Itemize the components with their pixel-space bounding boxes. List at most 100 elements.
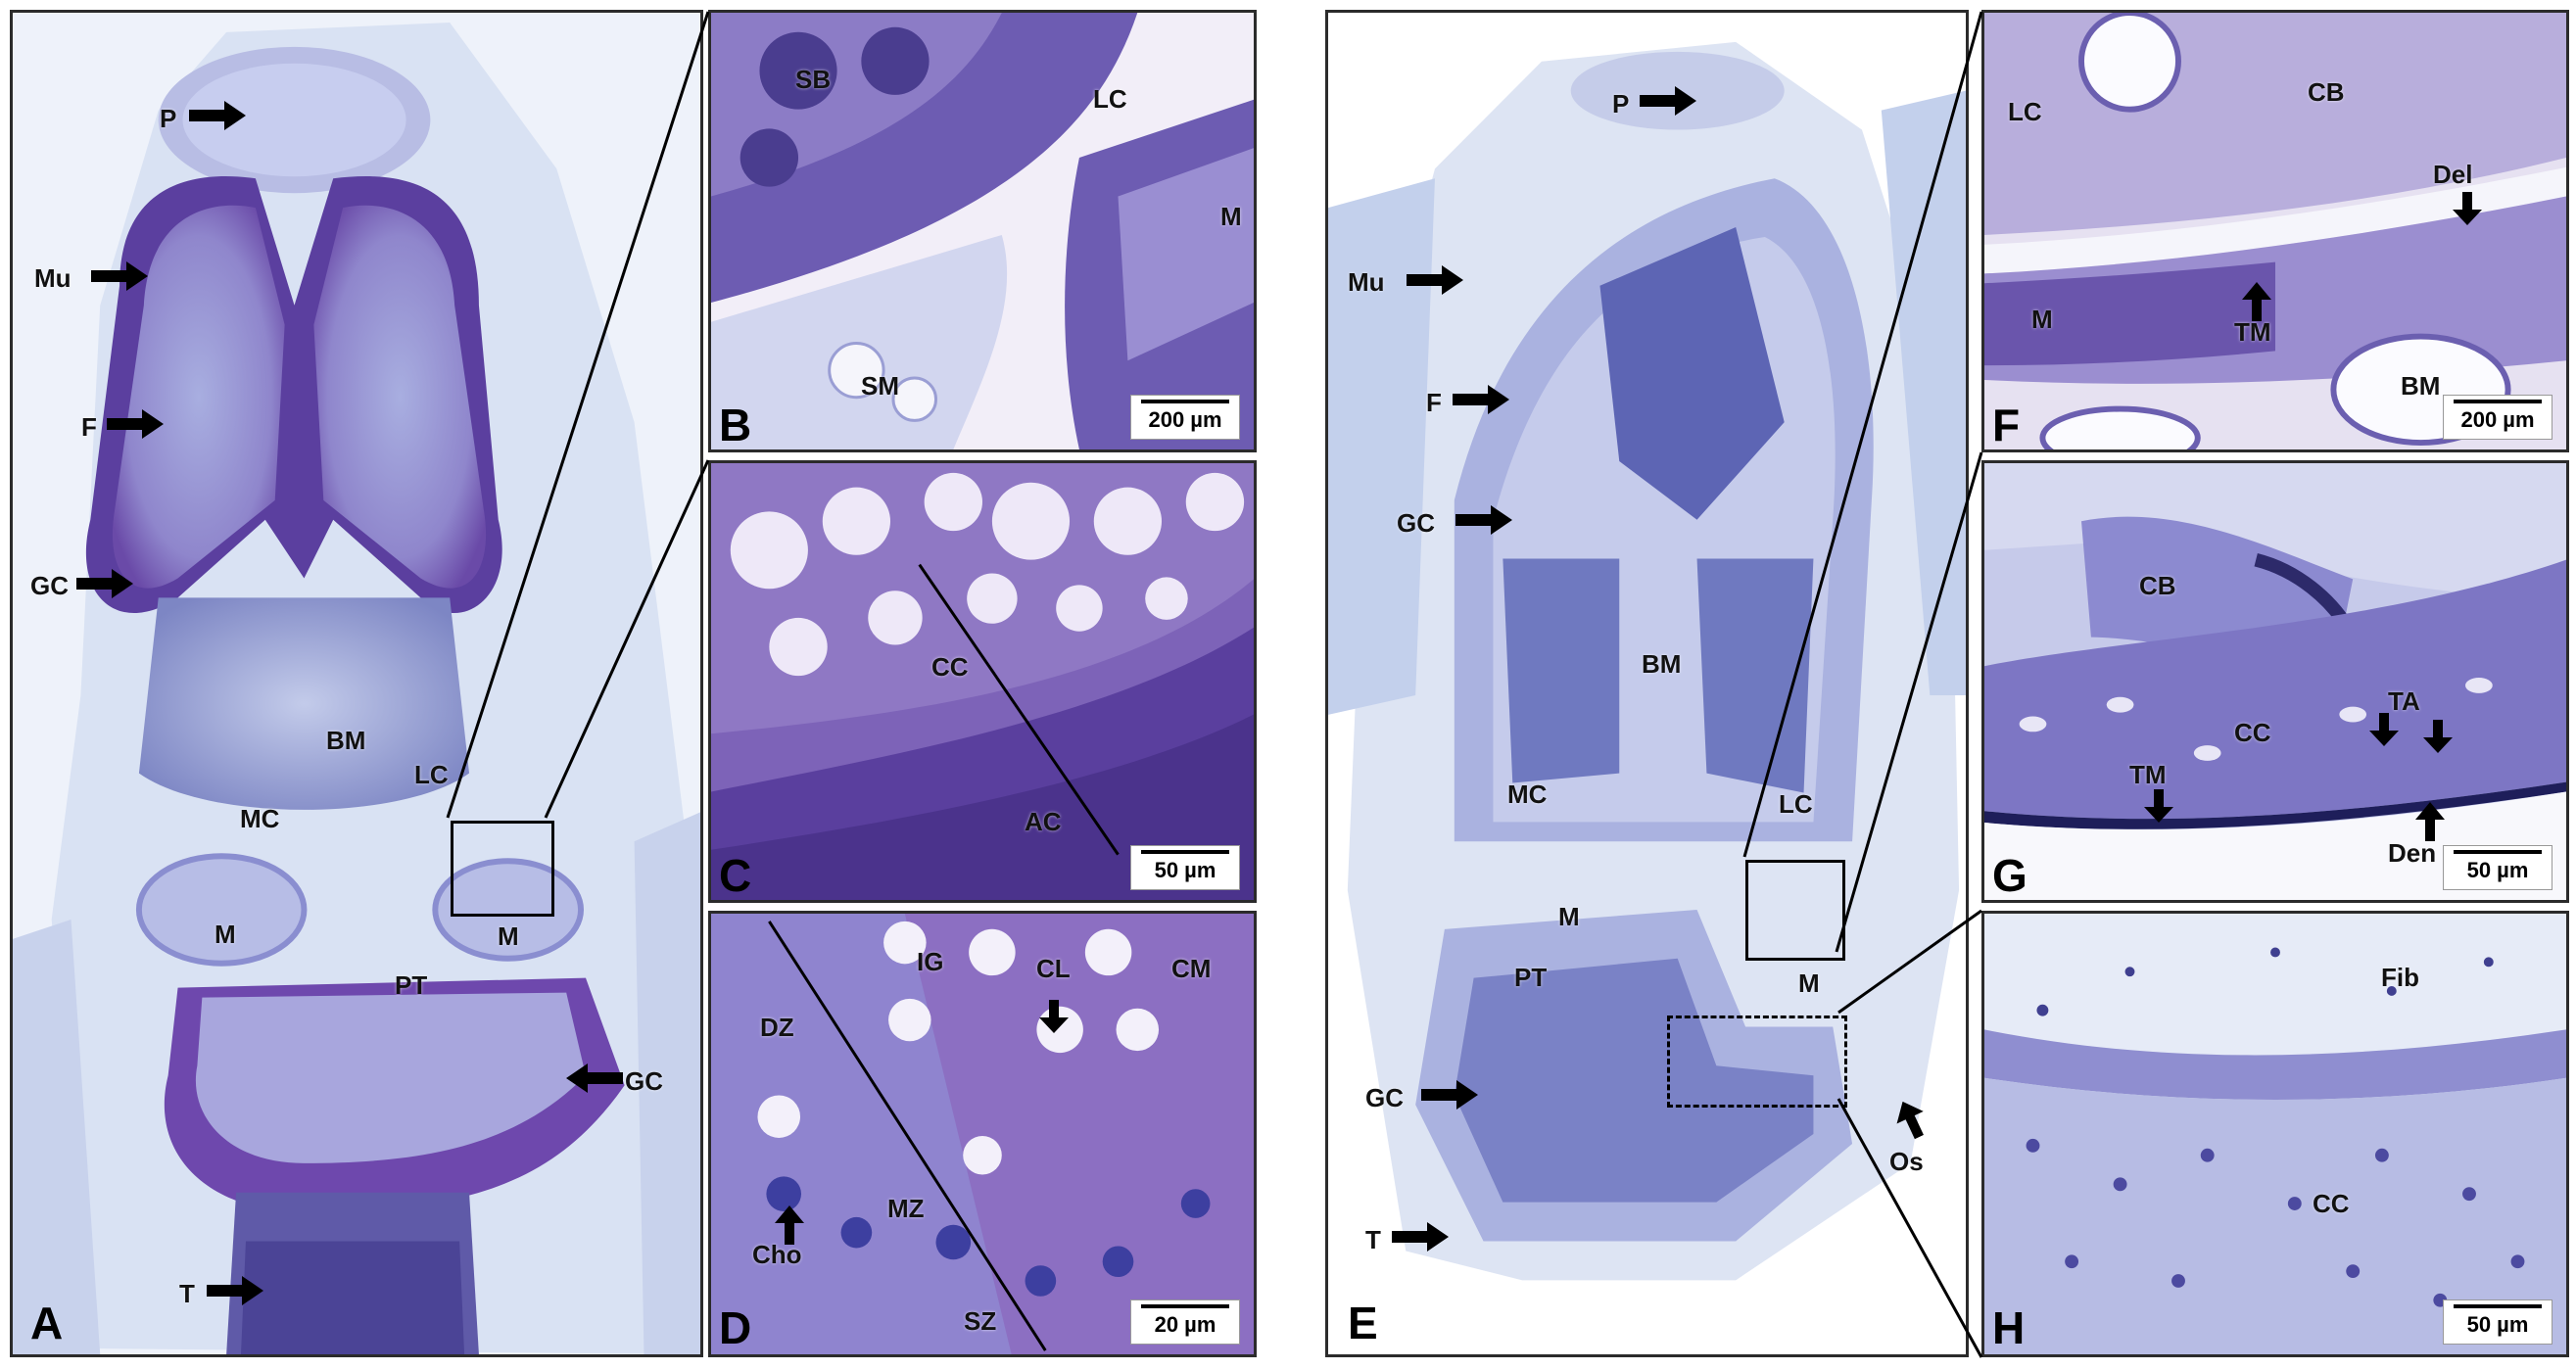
label-lc: LC	[414, 760, 449, 789]
arrow-right-icon	[1453, 385, 1509, 414]
label-p: P	[1612, 89, 1630, 118]
panel-d: IG CL CM DZ MZ Cho SZ D 20 µm	[708, 911, 1257, 1357]
label-mu: Mu	[1348, 267, 1385, 297]
label-ta: TA	[2388, 686, 2420, 716]
label-f: F	[81, 412, 97, 442]
label-bm: BM	[1642, 649, 1682, 679]
label-cm: CM	[1171, 954, 1212, 983]
label-m-right: M	[1798, 968, 1820, 998]
label-cc: CC	[2313, 1189, 2350, 1218]
panel-letter-d: D	[719, 1302, 752, 1353]
label-cho: Cho	[752, 1240, 802, 1269]
label-dz: DZ	[760, 1013, 794, 1042]
panel-f-tissue	[1984, 13, 2566, 449]
label-gc-lower: GC	[1365, 1083, 1404, 1112]
label-bm: BM	[326, 726, 366, 755]
panel-g-tissue	[1984, 463, 2566, 900]
label-m-left: M	[215, 920, 236, 949]
label-gc-upper: GC	[30, 571, 69, 600]
scale-bar-b: 200 µm	[1130, 395, 1240, 440]
arrow-right-icon	[1421, 1080, 1478, 1110]
panel-c: CC AC C 50 µm	[708, 460, 1257, 903]
label-f: F	[1426, 388, 1442, 417]
label-mc: MC	[1507, 779, 1548, 809]
panel-h: Fib CC H 50 µm	[1981, 911, 2569, 1357]
panel-a-tissue	[13, 22, 700, 1354]
label-sm: SM	[861, 371, 899, 401]
label-m: M	[2031, 305, 2053, 334]
label-mc: MC	[240, 804, 280, 833]
label-t: T	[179, 1279, 195, 1308]
arrow-up-icon	[2242, 282, 2271, 321]
arrow-right-icon	[207, 1276, 263, 1305]
panel-e-tissue	[1328, 41, 1966, 1281]
label-lc: LC	[2008, 97, 2042, 126]
arrow-down-icon	[2423, 720, 2453, 753]
label-cc: CC	[2234, 718, 2271, 747]
arrow-down-icon	[2369, 713, 2399, 746]
panel-b: SB LC M SM B 200 µm	[708, 10, 1257, 452]
label-ac: AC	[1025, 807, 1062, 836]
scale-bar-g: 50 µm	[2443, 845, 2552, 890]
arrow-down-icon	[1039, 1000, 1069, 1033]
panel-letter-f: F	[1992, 400, 2021, 450]
zoom-box-e-dashed	[1667, 1016, 1847, 1108]
arrow-up-icon	[2415, 802, 2445, 841]
label-sb: SB	[795, 65, 832, 94]
label-den: Den	[2388, 838, 2437, 868]
arrow-right-icon	[76, 569, 133, 598]
panel-letter-h: H	[1992, 1302, 2026, 1353]
label-mu: Mu	[34, 263, 72, 293]
panel-f: LC CB Del M TM BM F 200 µm	[1981, 10, 2569, 452]
panel-letter-b: B	[719, 400, 752, 450]
label-fib: Fib	[2381, 963, 2419, 992]
label-lc: LC	[1093, 84, 1127, 114]
label-pt: PT	[395, 970, 428, 1000]
arrow-up-icon	[775, 1205, 804, 1245]
label-os: Os	[1889, 1147, 1924, 1176]
label-bm: BM	[2401, 371, 2441, 401]
arrow-right-icon	[1392, 1222, 1449, 1252]
label-tm: TM	[2129, 760, 2167, 789]
arrow-right-icon	[1640, 86, 1696, 116]
label-p: P	[160, 104, 177, 133]
label-cb: CB	[2139, 571, 2176, 600]
scale-bar-c: 50 µm	[1130, 845, 1240, 890]
label-pt: PT	[1514, 963, 1548, 992]
label-t: T	[1365, 1225, 1381, 1254]
panel-g: CB TA CC TM Den G 50 µm	[1981, 460, 2569, 903]
scale-bar-h: 50 µm	[2443, 1299, 2552, 1345]
arrow-right-icon	[1455, 505, 1512, 535]
label-del: Del	[2433, 160, 2473, 189]
zoom-box-a	[451, 821, 554, 917]
panel-b-tissue	[711, 13, 1254, 449]
arrow-right-icon	[91, 261, 148, 291]
label-gc-upper: GC	[1397, 508, 1435, 538]
label-cc: CC	[931, 652, 969, 682]
arrow-right-icon	[189, 101, 246, 130]
label-m: M	[1220, 202, 1242, 231]
panel-letter-c: C	[719, 850, 752, 901]
panel-h-tissue	[1984, 914, 2566, 1354]
panel-c-tissue	[711, 463, 1254, 900]
label-m-left: M	[1558, 902, 1580, 931]
label-cl: CL	[1036, 954, 1071, 983]
panel-letter-e: E	[1348, 1298, 1378, 1348]
arrow-left-icon	[566, 1063, 623, 1093]
label-lc: LC	[1779, 789, 1813, 819]
label-tm: TM	[2234, 317, 2271, 347]
panel-e: P Mu F GC BM MC LC M M PT GC Os T E	[1325, 10, 1969, 1357]
arrow-right-icon	[107, 409, 164, 439]
arrow-down-icon	[2453, 192, 2482, 225]
zoom-box-e-solid	[1745, 860, 1845, 961]
panel-a: P Mu F GC BM MC LC M M PT GC T A	[10, 10, 703, 1357]
panel-letter-a: A	[30, 1298, 64, 1348]
scale-bar-d: 20 µm	[1130, 1299, 1240, 1345]
label-cb: CB	[2308, 77, 2345, 107]
label-sz: SZ	[964, 1306, 997, 1336]
arrow-down-icon	[2144, 789, 2173, 823]
arrow-right-icon	[1407, 265, 1463, 295]
panel-letter-g: G	[1992, 850, 2027, 901]
panel-d-tissue	[757, 914, 1254, 1354]
label-ig: IG	[917, 947, 944, 976]
